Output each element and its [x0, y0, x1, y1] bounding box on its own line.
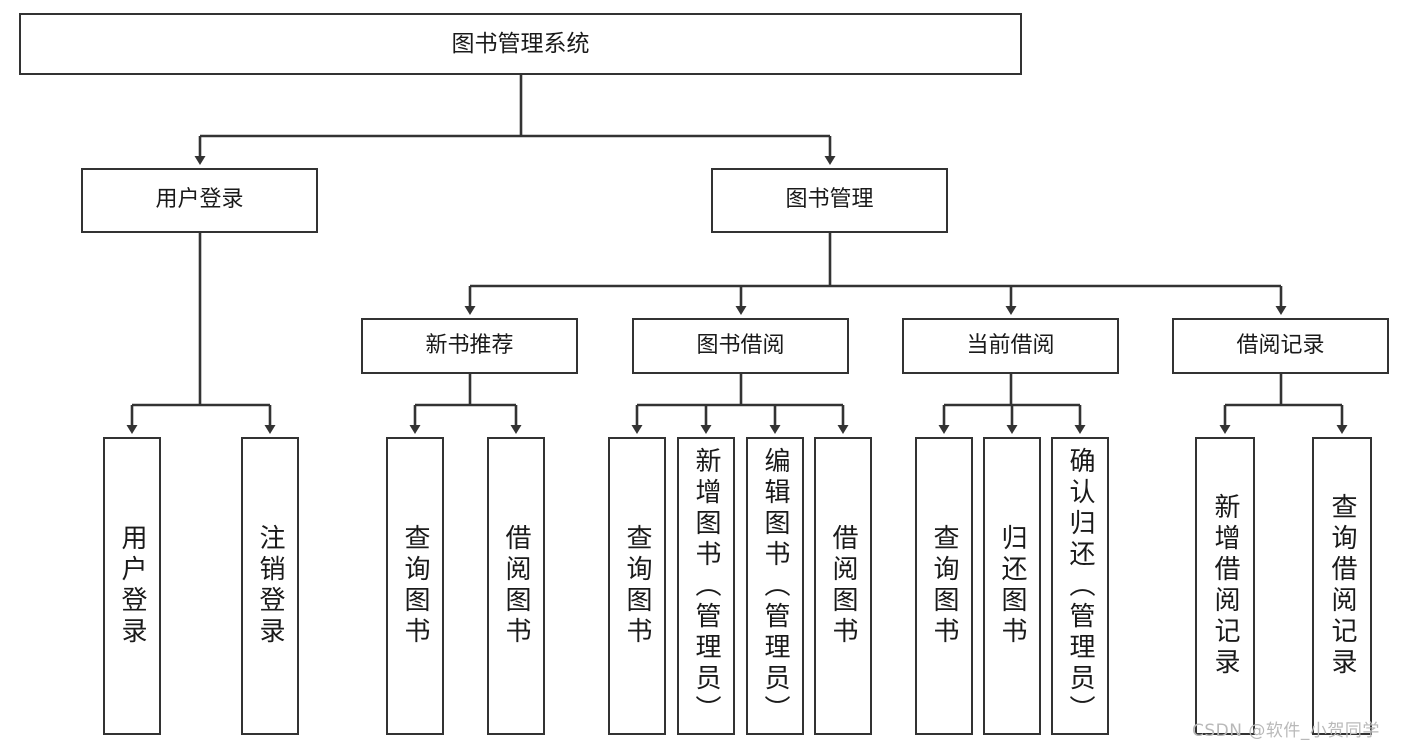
node-label: 借阅图书: [828, 524, 858, 648]
node-label: 借阅记录: [1236, 332, 1325, 358]
node-label: 图书管理: [785, 187, 874, 213]
node-leaf-add-book[interactable]: 新增图书（管理员）: [677, 437, 735, 735]
node-label: 归还图书: [997, 524, 1027, 648]
node-label: 新书推荐: [425, 332, 514, 358]
node-book-manage[interactable]: 图书管理: [711, 168, 948, 233]
node-leaf-borrow-book-1[interactable]: 借阅图书: [487, 437, 545, 735]
node-label: 查询借阅记录: [1327, 493, 1357, 679]
node-leaf-borrow-book-2[interactable]: 借阅图书: [814, 437, 872, 735]
node-leaf-query-record[interactable]: 查询借阅记录: [1312, 437, 1372, 735]
node-label: 图书借阅: [696, 332, 785, 358]
node-leaf-query-book-3[interactable]: 查询图书: [915, 437, 973, 735]
node-label: 查询图书: [400, 524, 430, 648]
node-label: 借阅图书: [501, 524, 531, 648]
node-label: 编辑图书（管理员）: [760, 446, 790, 726]
node-label: 新增图书（管理员）: [691, 446, 721, 726]
node-root[interactable]: 图书管理系统: [19, 13, 1022, 75]
node-label: 新增借阅记录: [1210, 493, 1240, 679]
node-label: 查询图书: [622, 524, 652, 648]
node-label: 确认归还（管理员）: [1065, 446, 1095, 726]
node-leaf-logout[interactable]: 注销登录: [241, 437, 299, 735]
node-label: 用户登录: [155, 187, 244, 213]
node-leaf-query-book-2[interactable]: 查询图书: [608, 437, 666, 735]
node-leaf-return-book[interactable]: 归还图书: [983, 437, 1041, 735]
node-book-borrow[interactable]: 图书借阅: [632, 318, 849, 374]
csdn-watermark: CSDN @软件_小贺同学: [1192, 721, 1380, 741]
node-label: 当前借阅: [966, 332, 1055, 358]
node-current-borrow[interactable]: 当前借阅: [902, 318, 1119, 374]
node-user-login[interactable]: 用户登录: [81, 168, 318, 233]
node-label: 用户登录: [117, 524, 147, 648]
node-borrow-record[interactable]: 借阅记录: [1172, 318, 1389, 374]
node-label: 查询图书: [929, 524, 959, 648]
node-new-book-rec[interactable]: 新书推荐: [361, 318, 578, 374]
node-leaf-confirm-return[interactable]: 确认归还（管理员）: [1051, 437, 1109, 735]
node-leaf-edit-book[interactable]: 编辑图书（管理员）: [746, 437, 804, 735]
node-leaf-add-record[interactable]: 新增借阅记录: [1195, 437, 1255, 735]
node-leaf-query-book-1[interactable]: 查询图书: [386, 437, 444, 735]
node-label: 图书管理系统: [451, 30, 590, 57]
node-label: 注销登录: [255, 524, 285, 648]
node-leaf-user-login[interactable]: 用户登录: [103, 437, 161, 735]
